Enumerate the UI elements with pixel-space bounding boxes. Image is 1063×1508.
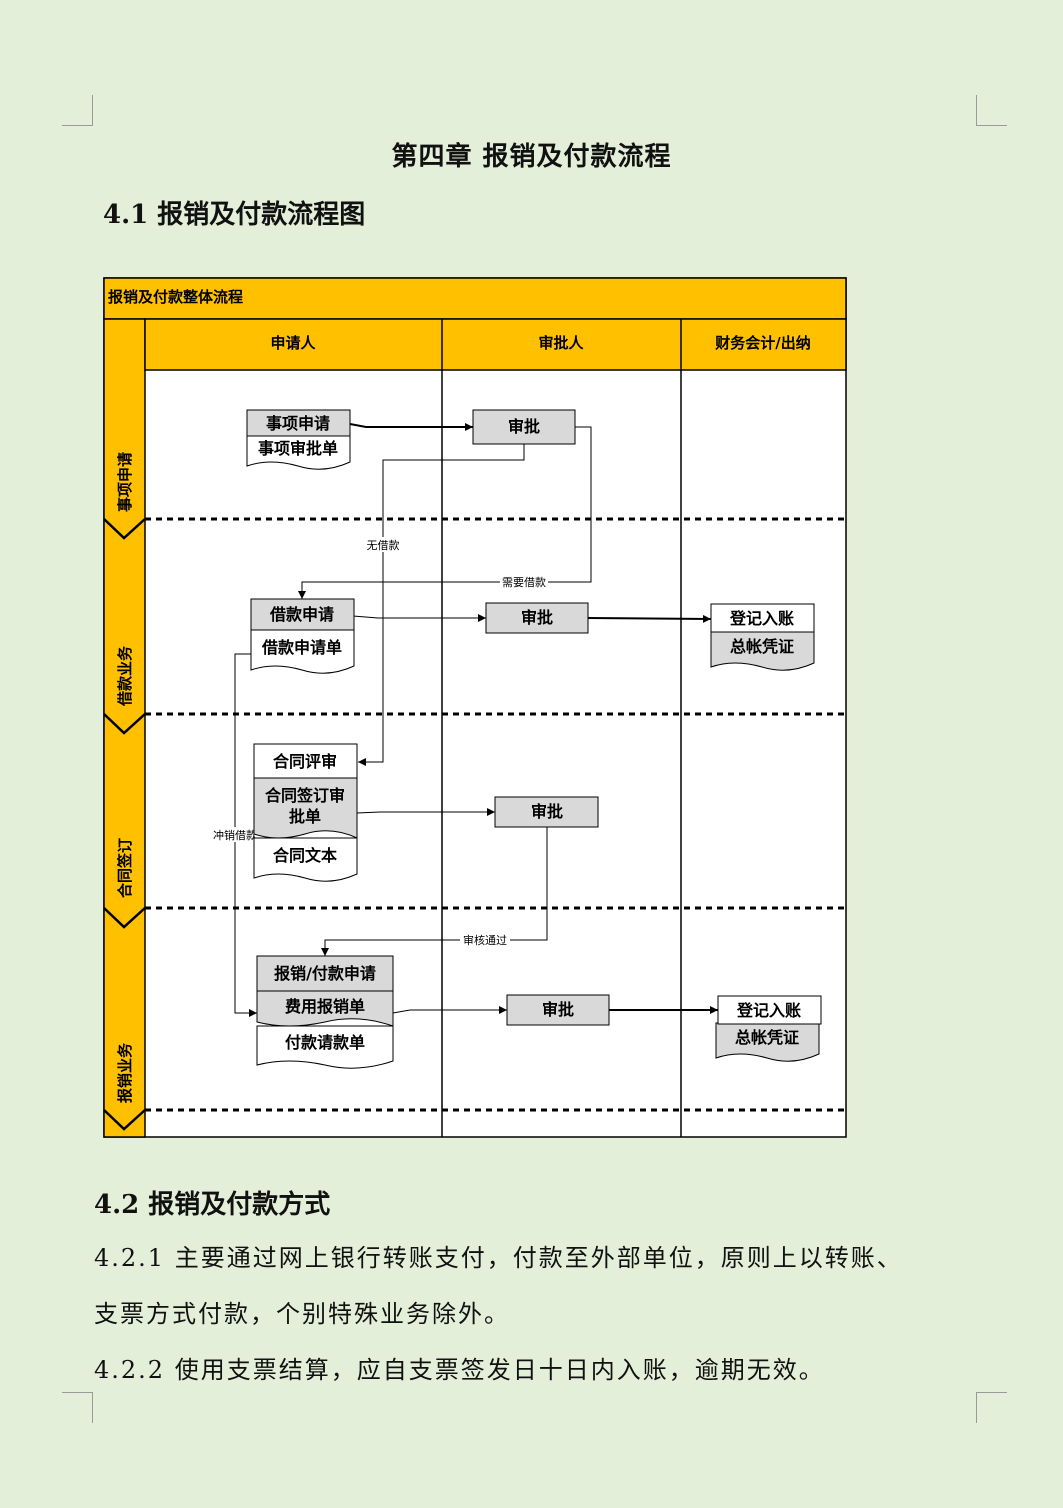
lane-header-applicant: 申请人 <box>270 334 316 352</box>
box-record-1 <box>710 603 815 633</box>
box-contract-review-label: 合同评审 <box>273 752 337 771</box>
doc-payment-form <box>256 1025 394 1069</box>
box-reimb-request <box>256 955 394 992</box>
phase-column <box>103 318 146 1138</box>
box-contract-review <box>253 743 358 779</box>
lane-header-finance: 财务会计/出纳 <box>715 334 810 352</box>
phase-separators <box>145 517 846 1112</box>
edge-label-bg <box>460 932 510 947</box>
edge-label-no-loan: 无借款 <box>367 538 400 552</box>
edge-need-loan <box>298 426 592 599</box>
doc-contract-form-label-2: 批单 <box>289 807 321 826</box>
crop-mark-bottom-left <box>62 1392 93 1423</box>
doc-voucher-2 <box>715 1022 820 1062</box>
box-loan-request-label: 借款申请 <box>269 605 334 624</box>
doc-voucher-1-label: 总帐凭证 <box>730 637 794 656</box>
box-approve-2-label: 审批 <box>521 608 553 627</box>
doc-expense-form <box>256 989 394 1027</box>
connectors <box>234 423 718 1017</box>
crop-mark-bottom-right <box>976 1392 1007 1423</box>
edge-label-bg <box>500 574 548 589</box>
edge-label-bg <box>210 827 260 842</box>
doc-contract-text <box>253 837 358 882</box>
doc-loan-form <box>250 628 355 674</box>
flowchart-title: 报销及付款整体流程 <box>108 288 243 306</box>
edge-contract-to-approve <box>356 808 495 816</box>
box-approve-2 <box>485 602 589 634</box>
doc-item-form <box>246 433 351 470</box>
edge-loan-to-approve <box>352 614 486 622</box>
phase-label-contract: 合同签订 <box>116 838 134 899</box>
flowchart-frame <box>103 277 847 1138</box>
box-approve-3 <box>494 796 599 828</box>
edge-offset-loan <box>234 653 257 1017</box>
box-item-request-label: 事项申请 <box>266 414 330 433</box>
doc-contract-text-label: 合同文本 <box>273 846 337 865</box>
doc-contract-form-label-1: 合同签订审 <box>265 786 345 805</box>
phase-chevrons <box>103 518 146 1131</box>
doc-payment-form-label: 付款请款单 <box>285 1033 365 1052</box>
box-approve-3-label: 审批 <box>531 802 563 821</box>
phase-label-item-request: 事项申请 <box>116 452 134 512</box>
doc-loan-form-label: 借款申请单 <box>261 638 342 657</box>
crop-mark-top-right <box>976 95 1007 126</box>
edge-label-review-passed: 审核通过 <box>463 933 507 947</box>
box-reimb-request-label: 报销/付款申请 <box>274 964 376 983</box>
edge-loan-approve-to-record <box>587 614 712 623</box>
edge-label-offset-loan: 冲销借款 <box>213 828 257 842</box>
doc-contract-form <box>253 776 358 839</box>
box-approve-4-label: 审批 <box>542 1000 574 1019</box>
phase-label-loan: 借款业务 <box>116 645 134 707</box>
lane-header-bar <box>144 318 847 371</box>
paragraph-4-2-1-line1: 4.2.1 主要通过网上银行转账支付，付款至外部单位，原则上以转账、 <box>94 1244 903 1272</box>
nodes: 事项申请 事项审批单 审批 借款申请 借款申请单 审批 登记入账 总帐凭证 合同… <box>246 409 822 1069</box>
crop-mark-top-left <box>62 95 93 126</box>
edge-item-to-approve <box>349 423 473 431</box>
box-approve-1-label: 审批 <box>508 417 540 436</box>
edge-no-loan <box>358 444 525 766</box>
box-record-1-label: 登记入账 <box>729 609 794 628</box>
edge-label-bg <box>365 537 401 552</box>
box-approve-1 <box>472 409 576 445</box>
box-item-request <box>246 409 351 437</box>
box-record-2-label: 登记入账 <box>736 1001 801 1020</box>
doc-voucher-2-label: 总帐凭证 <box>735 1028 799 1047</box>
box-approve-4 <box>506 994 610 1026</box>
doc-item-form-label: 事项审批单 <box>258 439 338 458</box>
paragraph-4-2-2: 4.2.2 使用支票结算，应自支票签发日十日内入账，逾期无效。 <box>94 1356 825 1384</box>
box-loan-request <box>250 598 355 631</box>
section-heading-4-2: 4.2 报销及付款方式 <box>94 1190 331 1220</box>
flowchart-title-bar <box>103 277 847 320</box>
edge-reimb-to-approve <box>392 1006 507 1014</box>
doc-expense-form-label: 费用报销单 <box>285 997 365 1016</box>
doc-voucher-1 <box>710 631 815 671</box>
edge-review-passed <box>321 827 548 956</box>
lane-header-approver: 审批人 <box>538 334 584 352</box>
section-heading-4-1: 4.1 报销及付款流程图 <box>103 200 366 230</box>
chapter-title: 第四章 报销及付款流程 <box>391 142 672 172</box>
edge-label-need-loan: 需要借款 <box>502 575 546 589</box>
box-record-2 <box>717 995 822 1025</box>
paragraph-4-2-1-line2: 支票方式付款，个别特殊业务除外。 <box>94 1300 510 1328</box>
phase-label-reimbursement: 报销业务 <box>116 1042 134 1103</box>
